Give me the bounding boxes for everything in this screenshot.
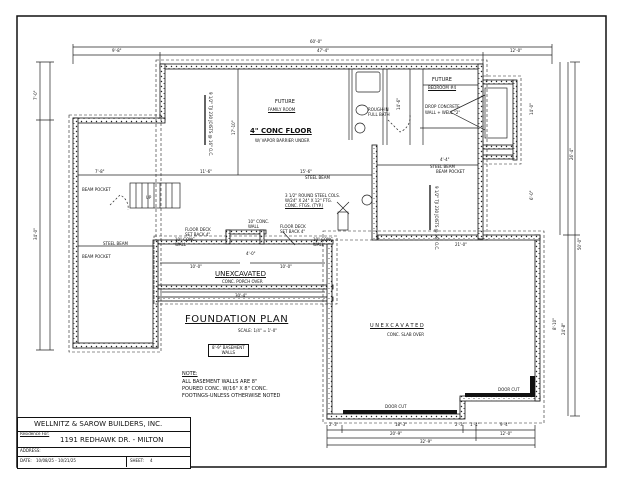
- floor-deck-right-1: FLOOR DECK: [280, 224, 306, 229]
- dim-top-mid: 47'-4": [317, 48, 330, 53]
- floor-deck-right-2: SET BACK 4": [280, 229, 306, 234]
- bath-label-2: FULL BATH: [368, 112, 390, 117]
- dim-overall-top: 60'-0": [310, 39, 323, 44]
- dim-bottom-total: 32'-9": [420, 439, 433, 444]
- dim-porch-step: 4'-0": [246, 251, 256, 256]
- floor-deck-left-2: SET BACK 4": [185, 232, 211, 237]
- dim-mid-3: 4'-4": [440, 157, 450, 162]
- garage-subtitle: CONC. SLAB OVER: [387, 332, 425, 337]
- dim-family-height: 17'-10": [231, 120, 236, 135]
- bath-label-1: ROUGH-IN: [368, 107, 389, 112]
- dim-left-stair: 7'-8": [95, 169, 105, 174]
- floor-subtitle: W/ VAPOR BARRIER UNDER: [255, 138, 310, 143]
- dim-bottom-d: 1'-4": [470, 422, 480, 427]
- drop-concrete-label-1: DROP CONCRETE: [425, 104, 460, 109]
- title-block: WELLNITZ & SAROW BUILDERS, INC. Residenc…: [17, 417, 191, 469]
- door-cut-label-1: DOOR CUT: [385, 404, 407, 409]
- conc-wall-center-1: 10" CONC.: [248, 219, 270, 224]
- steel-beam-left-label: STEEL BEAM: [103, 241, 128, 246]
- dim-right-upper: 26'-4": [569, 147, 574, 160]
- dim-right-r3: 8'-10": [552, 317, 557, 330]
- plan-scale: SCALE: 1/4" = 1'-0": [238, 328, 278, 333]
- family-room-subtitle: FAMILY ROOM: [268, 107, 296, 112]
- dim-right-lower: 24'-8": [561, 322, 566, 335]
- conc-wall-left-2: WALL: [175, 242, 186, 247]
- steel-cols-label-2: W/24" X 24" X 12" FTG.: [285, 198, 332, 203]
- dim-left-upper: 7'-0": [33, 90, 38, 100]
- joists-left-label: 9 1/2" TJI 230 JOISTS @ 16" O.C.: [208, 92, 213, 157]
- dim-porch-left: 10'-0": [190, 264, 203, 269]
- dim-right-r1: 14'-0": [529, 102, 534, 115]
- dim-bottom-a: 2'-3": [329, 422, 339, 427]
- sheet-value: 4: [150, 458, 153, 463]
- conc-wall-left-1: 10" CONC.: [175, 237, 197, 242]
- basement-wall-tag: 8'-9" BASEMENT WALLS: [208, 344, 249, 357]
- bedroom-title: FUTURE: [432, 77, 452, 83]
- steel-cols-label-3: CONC. FTGS. (TYP.): [285, 203, 324, 208]
- family-room-title: FUTURE: [275, 99, 295, 105]
- residence-label: Residence For:: [20, 431, 50, 436]
- floor-title: 4" CONC FLOOR: [250, 127, 312, 135]
- dim-bath-height: 14'-6": [396, 97, 401, 110]
- steel-beam-label: STEEL BEAM: [305, 175, 330, 180]
- sheet-label: SHEET:: [130, 458, 144, 463]
- basement-wall-tag-line2: WALLS: [221, 350, 236, 355]
- steel-cols-label-1: 3 1/2" ROUND STEEL COLS.: [285, 193, 341, 198]
- floor-deck-left-1: FLOOR DECK: [185, 227, 211, 232]
- note-line-2: POURED CONC. W/16" X 8" CONC.: [182, 386, 268, 392]
- dim-bottom-b: 18'-3": [395, 422, 408, 427]
- note-line-1: ALL BASEMENT WALLS ARE 8": [182, 379, 258, 385]
- conc-wall-right-2: WALL: [313, 242, 324, 247]
- dim-bottom-c: 2'-3": [455, 422, 465, 427]
- basement-wall-tag-line1: 8'-9" BASEMENT: [212, 345, 245, 350]
- dim-left-total: 34'-0": [33, 227, 38, 240]
- dim-bottom-e: 9'-4": [500, 422, 510, 427]
- dim-top-right: 12'-0": [510, 48, 523, 53]
- drop-concrete-label-2: WALL + WELL "2": [425, 110, 461, 115]
- dim-porch-right: 10'-0": [280, 264, 293, 269]
- address-label: ADDRESS:: [20, 448, 41, 453]
- joists-right-label: 9 1/2" TJI 230 JOISTS @ 16" O.C.: [434, 186, 439, 251]
- dim-garage-top: 21'-0": [455, 242, 468, 247]
- conc-wall-right-1: 10" CONC.: [313, 237, 335, 242]
- beam-pocket-upper-label: BEAM POCKET: [82, 187, 111, 192]
- dim-top-left: 9'-8": [112, 48, 122, 53]
- dim-porch-total: 30'-4": [235, 293, 248, 298]
- dim-mid-1: 11'-6": [200, 169, 213, 174]
- beam-pocket-right-label: BEAM POCKET: [436, 169, 465, 174]
- company-name: WELLNITZ & SAROW BUILDERS, INC.: [34, 420, 163, 428]
- note-heading: NOTE:: [182, 371, 198, 377]
- garage-title: U N E X C A V A T E D: [370, 323, 424, 329]
- porch-subtitle: CONC. PORCH OVER: [222, 279, 263, 284]
- dim-bottom-g: 12'-0": [500, 431, 513, 436]
- plan-title: FOUNDATION PLAN: [185, 314, 289, 325]
- residence-address: 1191 REDHAWK DR. - MILTON: [60, 436, 164, 444]
- stair-up-label: UP: [146, 195, 152, 200]
- dim-right-total: 50'-0": [577, 237, 582, 250]
- dim-bottom-f: 20'-9": [390, 431, 403, 436]
- steel-beam-right-label: STEEL BEAM: [430, 164, 455, 169]
- date-label: DATE:: [20, 458, 32, 463]
- porch-title: UNEXCAVATED: [215, 270, 266, 278]
- note-line-3: FOOTINGS-UNLESS OTHERWISE NOTED: [182, 393, 281, 399]
- conc-wall-center-2: WALL: [248, 224, 259, 229]
- bedroom-subtitle: BEDROOM #4: [428, 85, 457, 90]
- door-cut-label-2: DOOR CUT: [498, 387, 520, 392]
- beam-pocket-lower-label: BEAM POCKET: [82, 254, 111, 259]
- dim-right-r2: 6'-0": [529, 190, 534, 200]
- date-value: 10/08/25 - 10/21/25: [36, 458, 76, 463]
- dim-mid-2: 15'-6": [300, 169, 313, 174]
- title-block-divider: [126, 456, 127, 467]
